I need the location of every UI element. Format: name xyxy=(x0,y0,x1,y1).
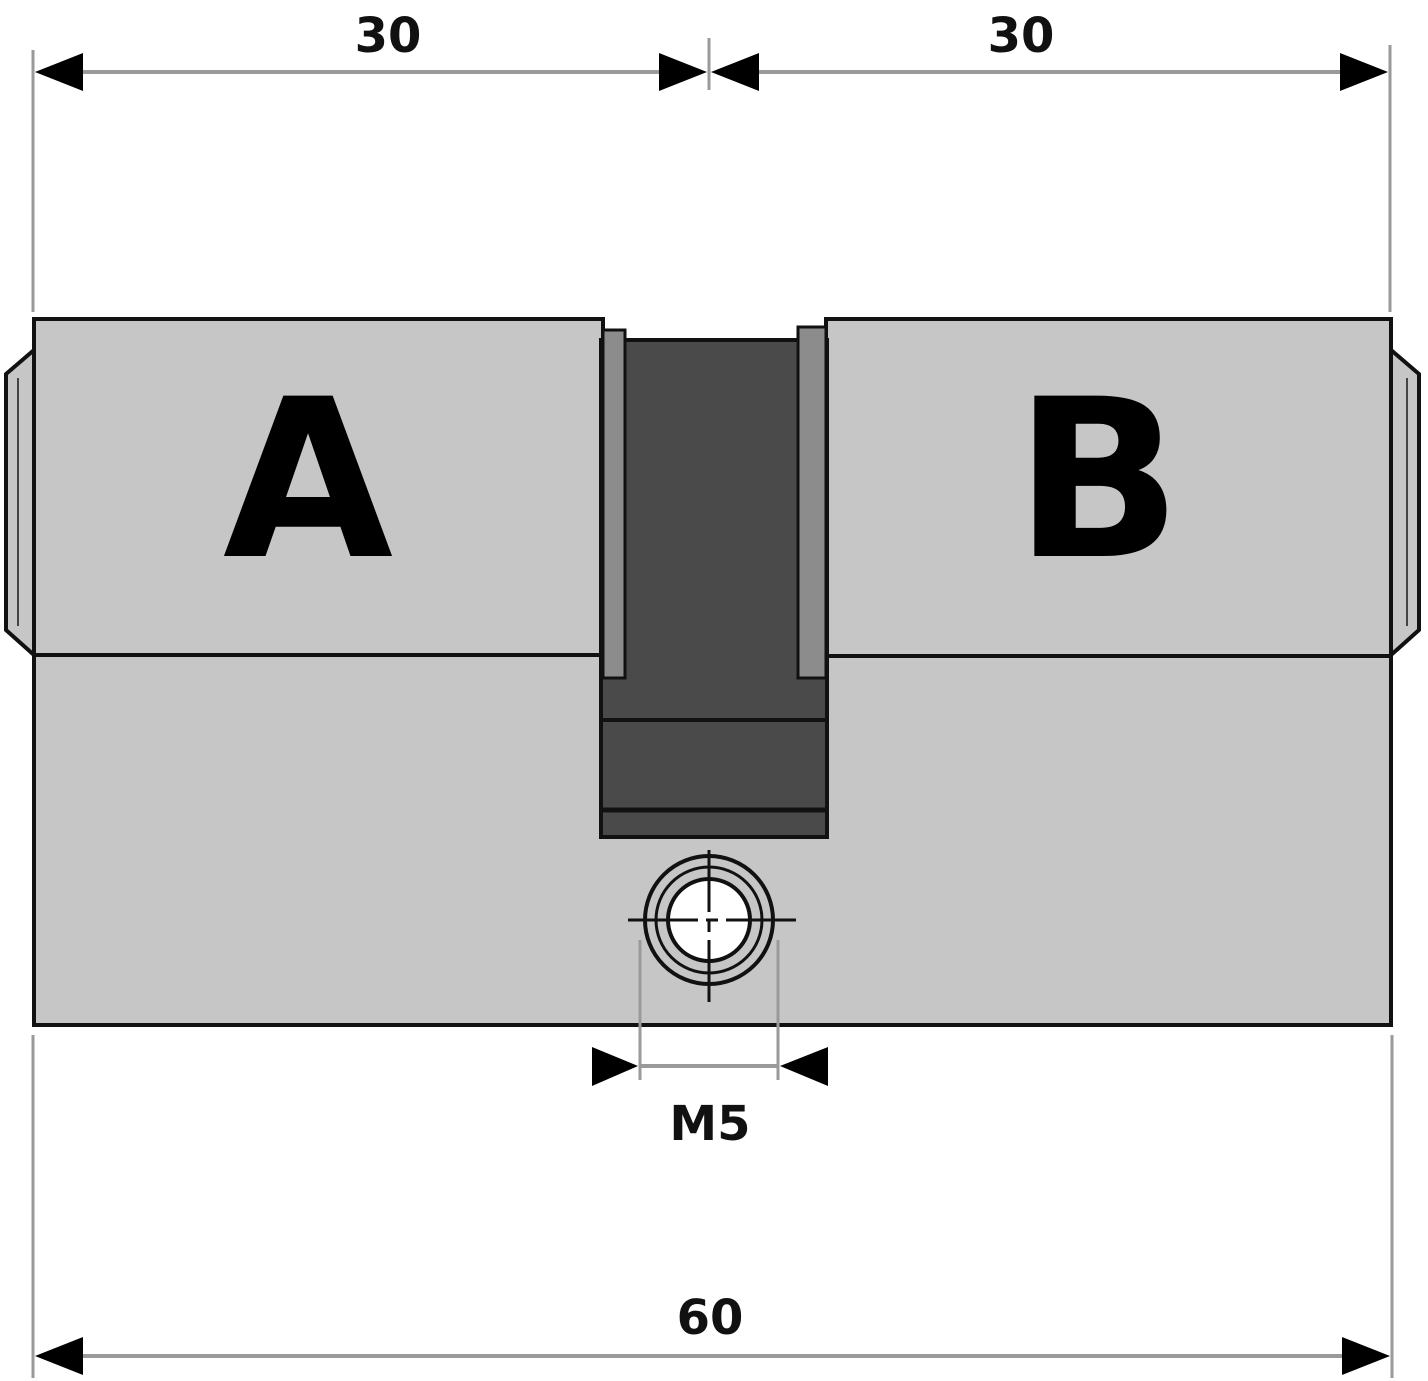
plug-half-b xyxy=(824,317,1393,658)
thread-arrow-left xyxy=(592,1047,638,1086)
total-arrow-left xyxy=(35,1337,83,1375)
thread-arrow-right xyxy=(780,1047,828,1086)
top-dimension-lines: 30 30 xyxy=(31,8,1392,312)
right-length-label: 30 xyxy=(988,8,1055,64)
cylinder-body: A B xyxy=(4,317,1421,1027)
thread-label: M5 xyxy=(669,1096,750,1152)
total-arrow-right xyxy=(1342,1337,1390,1375)
right-end-chamfer xyxy=(1389,345,1421,660)
side-b-label: B xyxy=(1014,352,1182,608)
left-length-label: 30 xyxy=(355,8,422,64)
left-end-chamfer xyxy=(4,345,36,660)
side-a-label: A xyxy=(223,352,393,608)
thread-dimension: M5 xyxy=(592,940,828,1152)
plug-half-a xyxy=(32,317,605,657)
screw-hole xyxy=(628,850,796,1002)
cam-shoulder-right xyxy=(796,325,828,680)
cam-shoulder-left xyxy=(601,328,627,680)
total-length-label: 60 xyxy=(677,1290,744,1346)
bottom-dimension-lines: 60 xyxy=(31,1035,1394,1378)
cam-slot xyxy=(599,338,829,839)
arrow-left-end xyxy=(659,53,707,91)
arrow-right-start xyxy=(711,53,759,91)
arrow-right-end xyxy=(1340,53,1388,91)
arrow-left-start xyxy=(35,53,83,91)
